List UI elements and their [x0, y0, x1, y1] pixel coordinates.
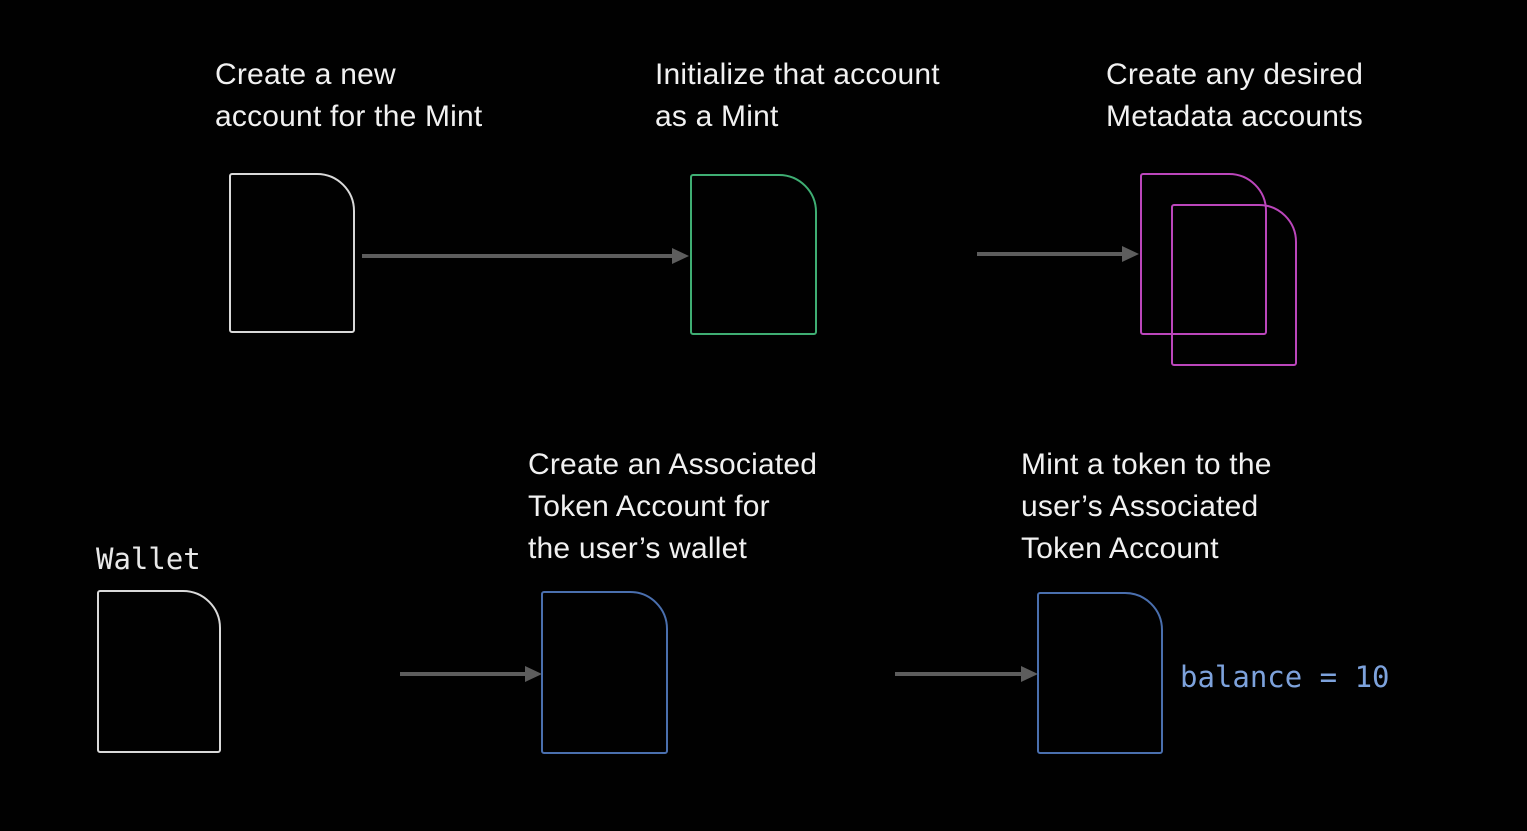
minted-token-account-shape — [1037, 592, 1163, 754]
step3-metadata-accounts-label: Create any desired Metadata accounts — [1106, 58, 1364, 133]
step2-initialize-mint-label: Initialize that account as a Mint — [655, 58, 940, 133]
step5-mint-token-label: Mint a token to the user’s Associated To… — [1021, 448, 1272, 565]
step1-create-account-label: Create a new account for the Mint — [215, 58, 483, 133]
arrow-head-icon — [525, 666, 542, 682]
wallet-shape — [97, 590, 221, 753]
arrow-ata-to-minted — [895, 666, 1038, 682]
associated-token-account-shape — [541, 591, 668, 754]
arrow-head-icon — [1122, 246, 1139, 262]
arrow-head-icon — [672, 248, 689, 264]
mint-account-shape — [690, 174, 817, 335]
arrow-line — [977, 252, 1122, 256]
arrow-line — [400, 672, 525, 676]
arrow-wallet-to-ata — [400, 666, 542, 682]
arrow-line — [895, 672, 1021, 676]
balance-value-label: balance = 10 — [1180, 660, 1390, 694]
arrow-initialize-to-metadata — [977, 246, 1139, 262]
metadata-account-front-shape — [1171, 204, 1297, 366]
wallet-label: Wallet — [96, 542, 201, 576]
arrow-create-to-initialize — [362, 248, 689, 264]
arrow-head-icon — [1021, 666, 1038, 682]
arrow-line — [362, 254, 672, 258]
new-account-shape — [229, 173, 355, 333]
step4-create-ata-label: Create an Associated Token Account for t… — [528, 448, 818, 565]
